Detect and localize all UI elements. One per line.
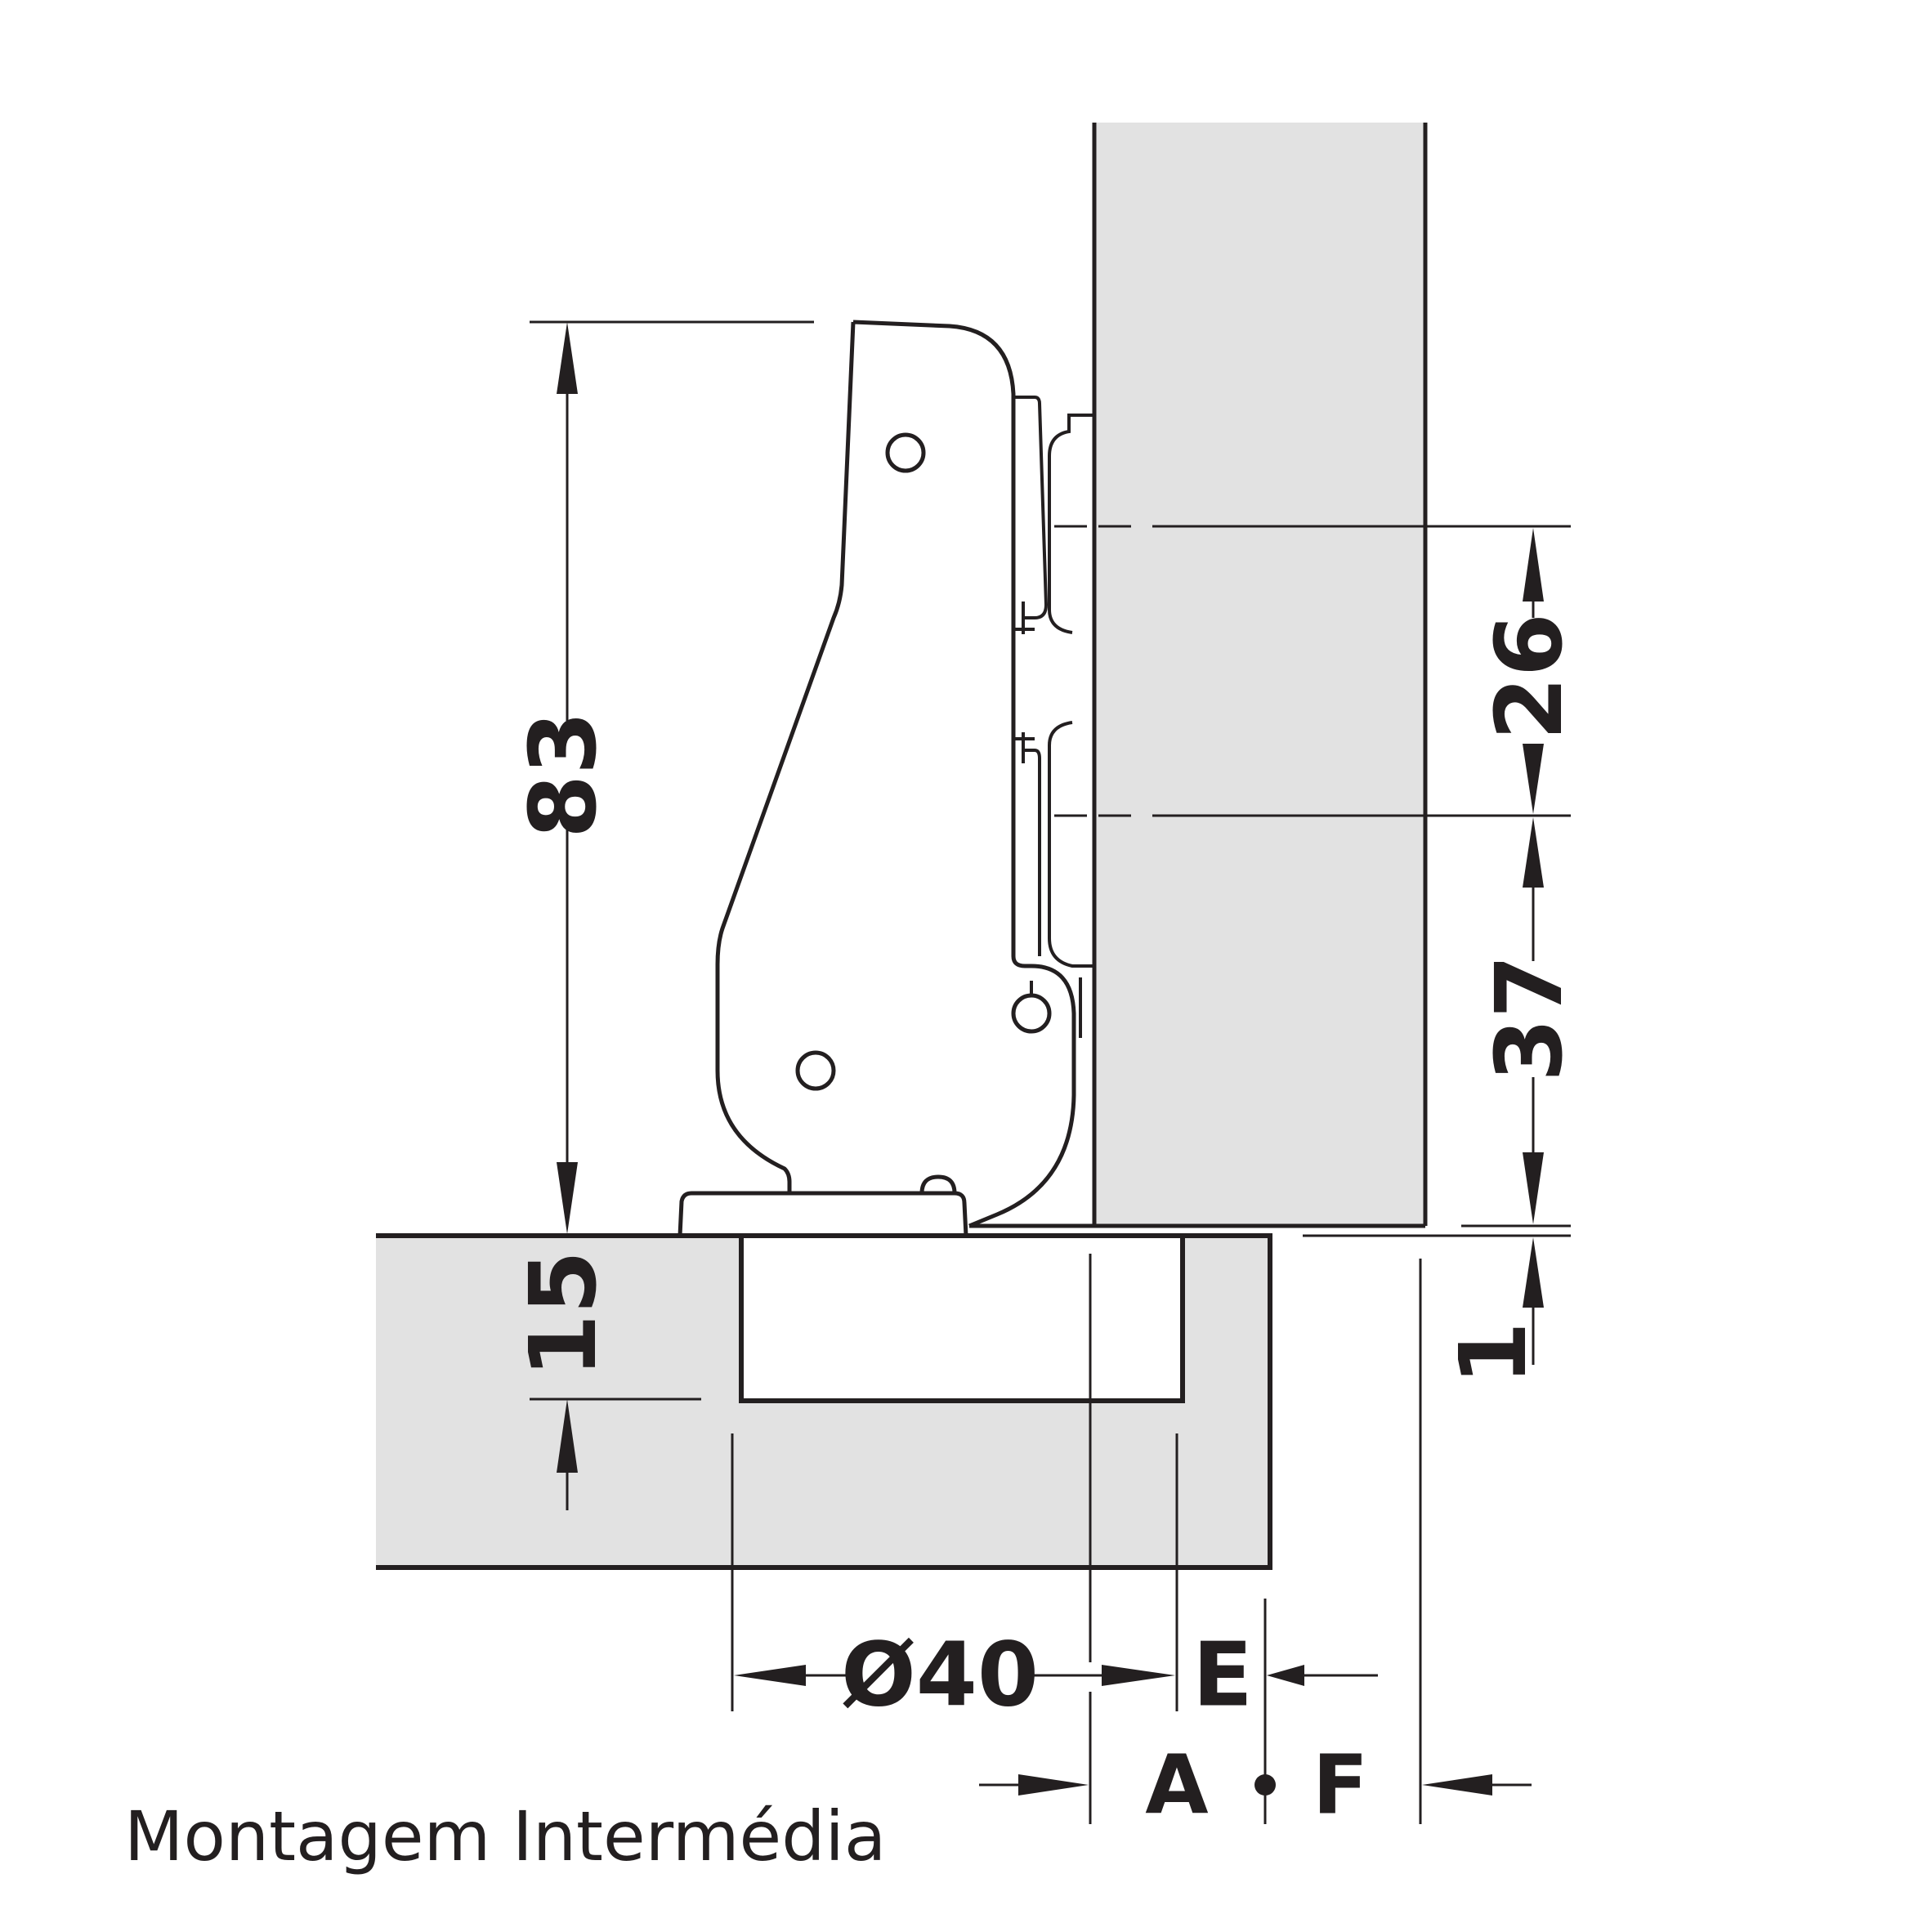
dim-83-label: 83 (511, 711, 617, 839)
door-panel (969, 123, 1428, 1228)
arrowheads (557, 322, 1544, 1796)
arrow-83-bottom (557, 1162, 578, 1234)
door-panel-fill (1094, 123, 1425, 1226)
arrow-26-bottom (1523, 744, 1544, 814)
arrow-83-top (557, 322, 578, 394)
dim-37-label: 37 (1477, 955, 1583, 1082)
reference-dot (1254, 1774, 1276, 1796)
hinge-arm (715, 320, 1076, 1228)
extension-lines (530, 320, 1571, 1824)
arrow-E (1267, 1665, 1304, 1686)
arrow-F (1422, 1774, 1492, 1796)
arrow-37-bottom (1523, 1152, 1544, 1224)
dim-A-label: A (1145, 1737, 1208, 1833)
arrow-A (1018, 1774, 1089, 1796)
mounting-plate (678, 1174, 968, 1237)
side-panel (376, 1233, 1272, 1570)
arrow-1-up (1523, 1237, 1544, 1308)
arrow-26-top (1523, 528, 1544, 602)
mounting-type-caption: Montagem Intermédia (124, 1796, 886, 1876)
screw-hole-mid (1011, 993, 1052, 1034)
arrow-15-up (557, 1399, 578, 1473)
arrow-37-top (1523, 817, 1544, 888)
arrow-d40-right (1102, 1665, 1175, 1686)
dim-F-label: F (1313, 1737, 1368, 1833)
dim-E-label: E (1192, 1625, 1253, 1727)
centre-lines (1054, 525, 1571, 817)
screw-hole-low (795, 1050, 836, 1091)
arrow-d40-left (734, 1665, 806, 1686)
dim-1-label: 1 (1441, 1322, 1547, 1385)
screw-holes (795, 432, 1052, 1091)
dim-15-label: 15 (511, 1250, 617, 1378)
screw-hole-top (885, 432, 926, 473)
hinge-body (1013, 396, 1095, 1038)
dim-26-label: 26 (1477, 613, 1583, 740)
dim-diameter-40-label: Ø40 (841, 1625, 1039, 1727)
